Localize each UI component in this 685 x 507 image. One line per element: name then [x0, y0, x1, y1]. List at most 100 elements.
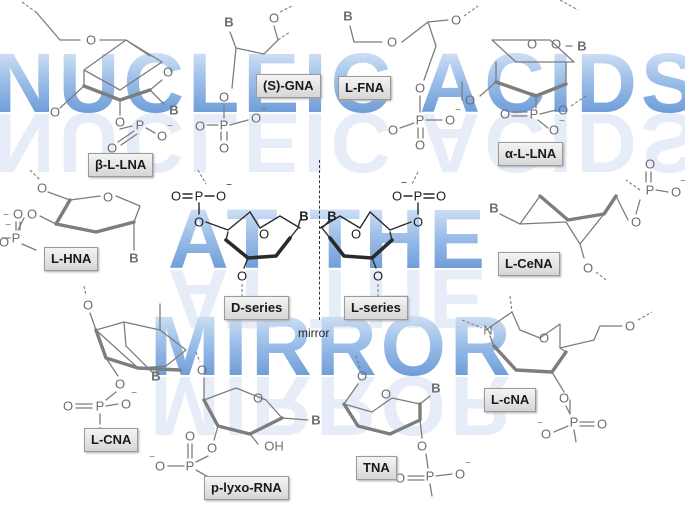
- svg-text:O: O: [373, 269, 383, 284]
- svg-text:O: O: [237, 269, 247, 284]
- svg-text:−: −: [261, 104, 267, 115]
- svg-text:O: O: [357, 369, 367, 384]
- l-cna2-structure: N O O O P O O −: [461, 295, 653, 443]
- svg-text:O: O: [395, 471, 405, 486]
- s-gna-structure: B O O P O O O −: [195, 5, 293, 156]
- svg-text:B: B: [327, 209, 336, 224]
- mirror-line: [319, 160, 320, 320]
- svg-text:O: O: [381, 387, 391, 402]
- svg-text:O: O: [251, 111, 261, 126]
- svg-text:P: P: [646, 183, 655, 198]
- svg-text:OH: OH: [264, 439, 284, 454]
- svg-text:O: O: [219, 141, 229, 156]
- svg-text:P: P: [530, 107, 539, 122]
- svg-text:−: −: [537, 418, 543, 429]
- svg-text:−: −: [226, 180, 232, 191]
- svg-text:O: O: [83, 298, 93, 313]
- svg-text:O: O: [625, 319, 635, 334]
- svg-text:O: O: [171, 189, 181, 204]
- svg-text:O: O: [157, 129, 167, 144]
- svg-text:O: O: [63, 399, 73, 414]
- svg-text:O: O: [631, 215, 641, 230]
- svg-text:−: −: [455, 105, 461, 116]
- label-l-cna2: L-cNA: [484, 388, 537, 412]
- label-l-cena: L-CeNA: [498, 252, 560, 276]
- svg-text:O: O: [549, 123, 559, 138]
- svg-text:O: O: [269, 11, 279, 26]
- svg-text:O: O: [103, 190, 113, 205]
- svg-text:O: O: [27, 207, 37, 222]
- svg-text:−: −: [3, 210, 9, 221]
- label-d-series: D-series: [224, 296, 290, 320]
- label-s-gna: (S)-GNA: [256, 74, 321, 98]
- svg-text:O: O: [155, 459, 165, 474]
- label-l-cna: L-CNA: [84, 428, 139, 452]
- svg-text:−: −: [5, 220, 11, 231]
- svg-text:O: O: [115, 115, 125, 130]
- label-l-series: L-series: [344, 296, 408, 320]
- svg-text:O: O: [413, 215, 423, 230]
- title-line-2: AT THE: [168, 192, 489, 286]
- svg-text:−: −: [465, 458, 471, 469]
- svg-text:O: O: [559, 391, 569, 406]
- svg-text:O: O: [121, 397, 131, 412]
- title-background: NUCLEIC ACIDS NUCLEIC ACIDS AT THE AT TH…: [0, 36, 685, 453]
- svg-text:B: B: [224, 15, 233, 30]
- svg-text:P: P: [195, 189, 204, 204]
- svg-text:O: O: [445, 113, 455, 128]
- p-lyxo-rna-structure: O O B OH O P O O −: [149, 351, 321, 479]
- svg-text:O: O: [415, 81, 425, 96]
- svg-text:O: O: [551, 37, 561, 52]
- svg-text:P: P: [220, 118, 229, 133]
- svg-text:−: −: [559, 116, 565, 127]
- svg-text:−: −: [149, 452, 155, 463]
- svg-text:P: P: [426, 469, 435, 484]
- svg-text:B: B: [169, 103, 178, 118]
- svg-text:O: O: [527, 37, 537, 52]
- svg-text:O: O: [115, 377, 125, 392]
- label-l-hna: L-HNA: [44, 247, 99, 271]
- svg-text:O: O: [163, 65, 173, 80]
- l-hna-structure: O O O P O − O B −: [0, 169, 141, 266]
- d-series-structure: O P O − O O B O: [171, 169, 309, 296]
- svg-text:O: O: [392, 189, 402, 204]
- svg-text:B: B: [129, 251, 138, 266]
- svg-text:O: O: [541, 427, 551, 442]
- svg-text:−: −: [401, 178, 407, 189]
- svg-text:O: O: [207, 441, 217, 456]
- svg-text:O: O: [597, 417, 607, 432]
- l-fna-structure: B O O O P O − O O: [343, 5, 479, 153]
- beta-l-lna-structure: O O B O O P O − O: [21, 1, 179, 156]
- svg-text:O: O: [197, 363, 207, 378]
- title-line-3-reflection: MIRROR: [150, 359, 515, 453]
- svg-text:O: O: [645, 157, 655, 172]
- label-l-fna: L-FNA: [338, 76, 391, 100]
- svg-text:O: O: [86, 33, 96, 48]
- svg-text:N: N: [483, 323, 492, 338]
- svg-text:O: O: [387, 35, 397, 50]
- svg-text:B: B: [343, 9, 352, 24]
- svg-text:O: O: [415, 138, 425, 153]
- svg-text:B: B: [489, 201, 498, 216]
- svg-text:O: O: [436, 189, 446, 204]
- mirror-label: mirror: [298, 326, 330, 340]
- svg-text:O: O: [216, 189, 226, 204]
- l-cna-structure: O B O P O O − O: [63, 285, 187, 440]
- svg-text:B: B: [577, 39, 586, 54]
- label-alpha-l-lna: α-L-LNA: [498, 142, 564, 166]
- svg-text:O: O: [583, 261, 593, 276]
- svg-text:O: O: [465, 93, 475, 108]
- svg-text:O: O: [50, 105, 60, 120]
- svg-text:O: O: [107, 141, 117, 156]
- svg-text:O: O: [0, 235, 9, 250]
- svg-text:P: P: [570, 415, 579, 430]
- label-p-lyxo-rna: p-lyxo-RNA: [204, 476, 289, 500]
- l-cena-structure: B O P O O − O: [489, 157, 685, 281]
- svg-text:P: P: [414, 189, 423, 204]
- svg-text:−: −: [131, 388, 137, 399]
- label-tna: TNA: [356, 456, 397, 480]
- tna-structure: O O B O P O O −: [342, 355, 471, 497]
- svg-text:O: O: [500, 107, 510, 122]
